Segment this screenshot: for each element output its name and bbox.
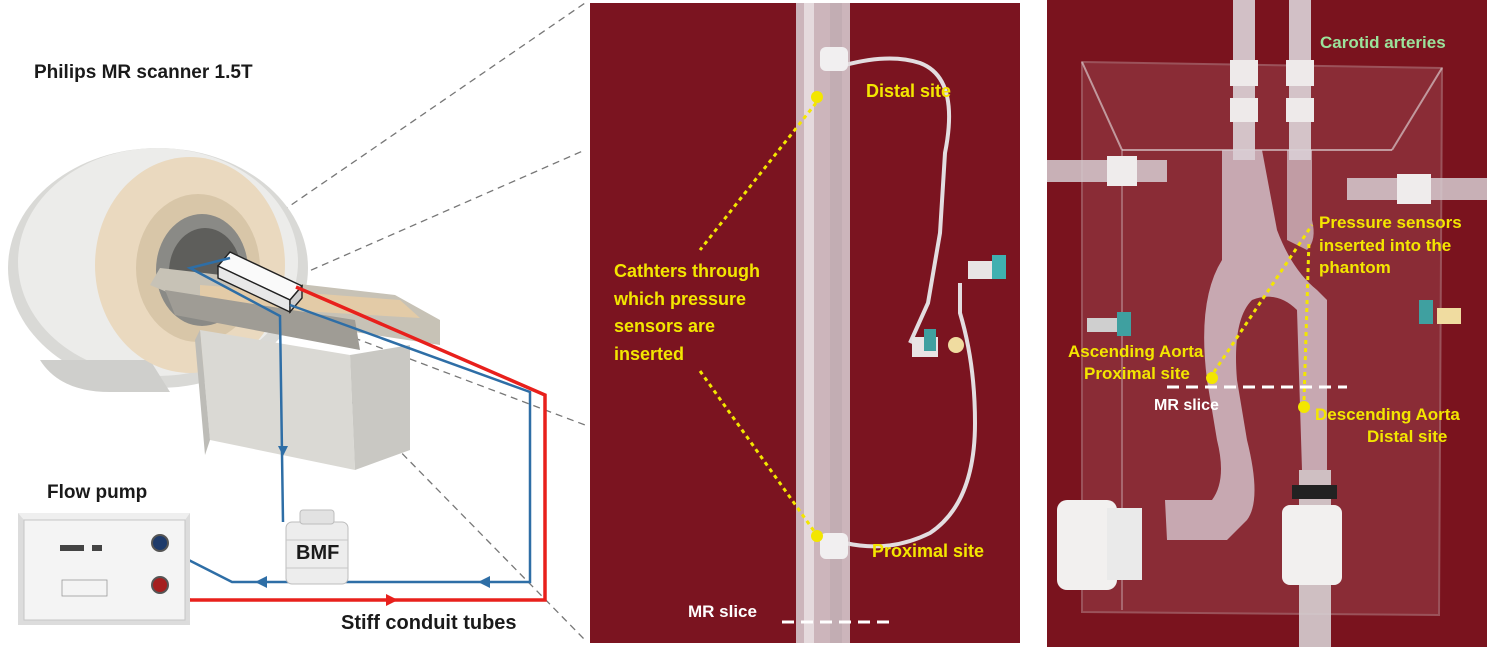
scanner-title: Philips MR scanner 1.5T xyxy=(34,62,253,84)
distal-site-label: Distal site xyxy=(866,81,951,102)
catheter-label-line-3: sensors are xyxy=(614,316,715,337)
pressure-sensors-line-2: inserted into the xyxy=(1319,236,1451,256)
flow-pump-device xyxy=(18,513,190,625)
mr-slice-label-right: MR slice xyxy=(1154,397,1219,415)
proximal-site-label: Proximal site xyxy=(872,541,984,562)
catheter-photo-panel: Distal site Cathters through which press… xyxy=(590,3,1020,643)
ascending-aorta-line-2: Proximal site xyxy=(1084,364,1190,384)
descending-aorta-line-1: Descending Aorta xyxy=(1315,405,1460,425)
phantom-photo-graphics xyxy=(1047,0,1487,647)
descending-aorta-line-2: Distal site xyxy=(1367,427,1447,447)
mr-slice-label-middle: MR slice xyxy=(688,602,757,622)
catheter-label-line-1: Cathters through xyxy=(614,261,760,282)
bmf-label: BMF xyxy=(296,542,339,565)
carotid-arteries-label: Carotid arteries xyxy=(1320,33,1446,53)
pump-title: Flow pump xyxy=(47,482,147,504)
catheter-label-line-4: inserted xyxy=(614,344,684,365)
mr-scanner-image xyxy=(8,148,440,470)
catheter-label-line-2: which pressure xyxy=(614,289,746,310)
pressure-sensors-line-1: Pressure sensors xyxy=(1319,213,1462,233)
phantom-photo-panel: Carotid arteries Pressure sensors insert… xyxy=(1047,0,1487,647)
pressure-sensors-line-3: phantom xyxy=(1319,258,1391,278)
conduit-tubes-label: Stiff conduit tubes xyxy=(341,612,517,635)
setup-diagram xyxy=(0,0,590,647)
ascending-aorta-line-1: Ascending Aorta xyxy=(1068,342,1203,362)
